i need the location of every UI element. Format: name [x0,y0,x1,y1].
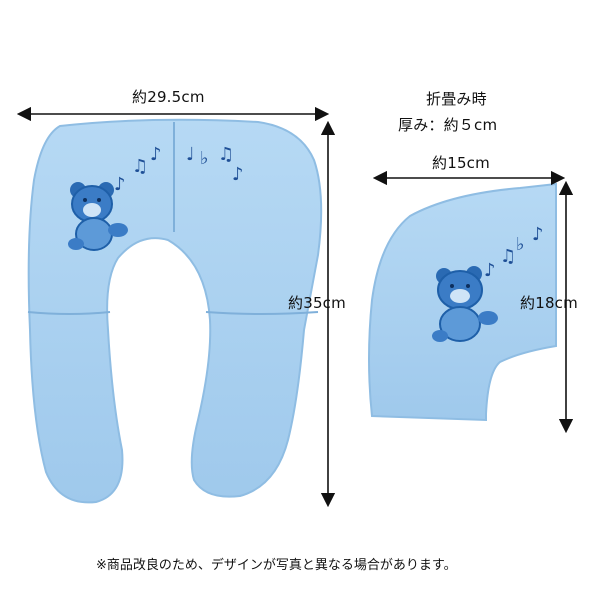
bear-print-icon [68,182,128,251]
svg-text:♭: ♭ [516,234,525,255]
disclaimer-note: ※商品改良のため、デザインが写真と異なる場合があります。 [96,558,457,573]
svg-text:♪: ♪ [532,224,544,245]
width-folded-label: 約15cm [432,154,490,172]
svg-text:♪: ♪ [150,144,162,165]
svg-text:♭: ♭ [200,148,209,169]
folded-thickness-label: 厚み：約５cm [398,116,498,134]
height-open-label: 約35cm [288,294,346,312]
dimension-arrows [16,106,574,508]
svg-text:♪: ♪ [232,164,244,185]
svg-text:♩: ♩ [186,144,195,165]
open-seat: ♪ ♫ ♪ ♩ ♭ ♫ ♪ [27,118,323,504]
height-folded-label: 約18cm [520,294,578,312]
svg-text:♪: ♪ [484,260,496,281]
folded-seat: ♪ ♫ ♭ ♪ [368,182,557,422]
bear-print-icon [432,266,498,342]
svg-text:♫: ♫ [500,246,516,267]
folded-title: 折畳み時 [426,90,487,108]
svg-text:♫: ♫ [218,144,234,165]
width-open-label: 約29.5cm [132,88,205,106]
svg-text:♫: ♫ [132,156,148,177]
music-note-icon: ♪ ♫ ♪ ♩ ♭ ♫ ♪ [114,144,244,195]
music-note-icon: ♪ ♫ ♭ ♪ [484,224,544,281]
svg-text:♪: ♪ [114,174,126,195]
